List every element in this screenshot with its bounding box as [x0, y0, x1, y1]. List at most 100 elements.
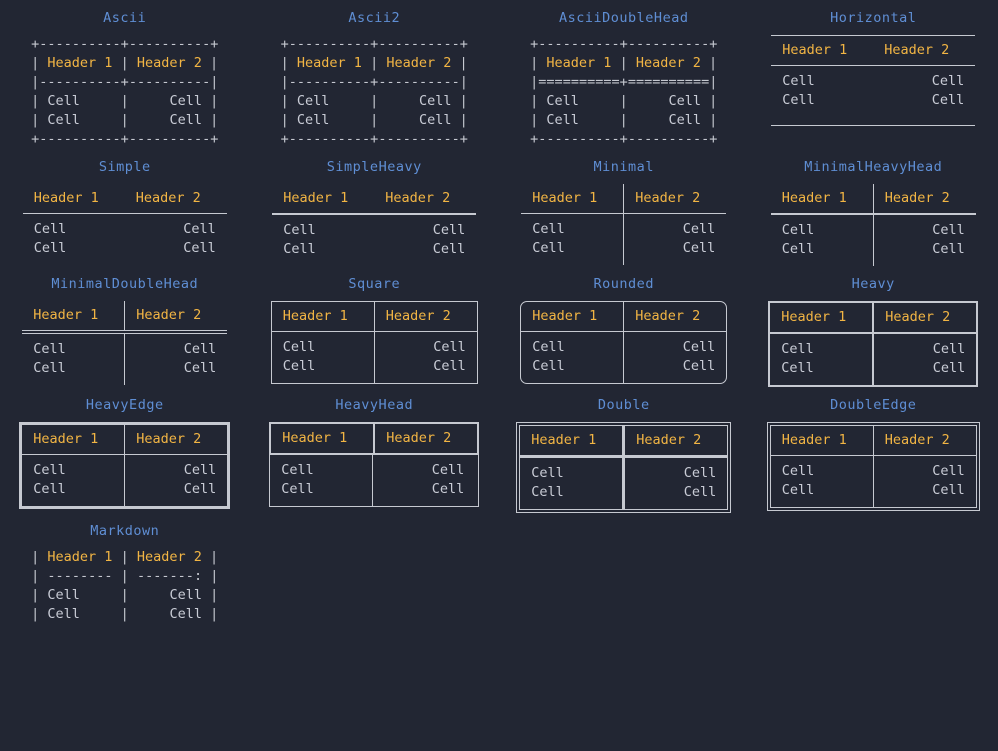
table-style-caption: Markdown — [90, 523, 160, 539]
table-header-cell: Header 1 — [33, 431, 99, 447]
table-header-cell: Header 1 — [33, 190, 99, 206]
ascii-table-art: | Header 1 | Header 2 | | -------- | ---… — [31, 549, 219, 622]
table-style-caption: Rounded — [593, 276, 654, 292]
table-style-caption: HeavyHead — [335, 397, 414, 413]
column-divider — [622, 458, 626, 509]
table-header-cell: Header 1 — [282, 308, 348, 324]
column-divider — [373, 302, 375, 331]
table-header-cell: Header 2 — [136, 431, 202, 447]
table-header-cell: Header 1 — [531, 432, 597, 448]
table-style-card: Ascii+----------+----------+ | Header 1 … — [0, 0, 250, 149]
table-style-caption: Heavy — [851, 276, 895, 292]
table-header-cell: Header 2 — [636, 432, 702, 448]
header-rule — [22, 213, 227, 214]
column-divider — [872, 456, 874, 507]
column-divider — [623, 214, 625, 265]
column-divider — [124, 301, 126, 330]
column-divider — [124, 334, 126, 385]
table-style-caption: Square — [348, 276, 401, 292]
column-divider — [373, 332, 375, 383]
column-divider — [124, 425, 126, 454]
table-header-cell: Header 2 — [885, 309, 951, 325]
table-header-row: Header 1 Header 2 — [272, 184, 476, 213]
table-style-caption: AsciiDoubleHead — [559, 10, 689, 26]
column-divider — [373, 424, 376, 453]
table-header-cell: Header 1 — [782, 42, 848, 58]
table-header-cell: Header 2 — [635, 308, 701, 324]
table-header-row: Header 1 Header 2 — [520, 426, 728, 458]
table-style-caption: Horizontal — [830, 10, 917, 26]
table-header-cell: Header 2 — [884, 190, 950, 206]
table-style-caption: Minimal — [593, 159, 654, 175]
table-style-card: Ascii2+----------+----------+ | Header 1… — [250, 0, 500, 149]
table-style-caption: Ascii2 — [348, 10, 401, 26]
header-rule — [771, 65, 976, 66]
table-header-cell: Header 1 — [781, 432, 847, 448]
table-header-cell: Header 1 — [283, 190, 349, 206]
table-header-row: Header 1 Header 2 — [23, 184, 227, 213]
table-header-cell: Header 2 — [135, 190, 201, 206]
table-header-row: Header 1 Header 2 — [521, 302, 727, 332]
column-divider — [872, 426, 874, 455]
header-rule — [22, 330, 228, 334]
table-header-cell: Header 2 — [385, 190, 451, 206]
column-divider — [372, 455, 374, 506]
table-header-cell: Header 1 — [282, 430, 348, 446]
column-divider — [872, 215, 874, 266]
table-style-gallery: Ascii +----------+----------+ | Header 1 … — [0, 0, 998, 622]
table-style-caption: Ascii — [103, 10, 147, 26]
table-style-caption: MinimalHeavyHead — [804, 159, 943, 175]
table-style-caption: HeavyEdge — [85, 397, 164, 413]
table-header-cell: Header 2 — [136, 307, 202, 323]
table-style-caption: Double — [597, 397, 650, 413]
column-divider — [623, 184, 625, 213]
table-style-card: AsciiDoubleHead +----------+----------+ |… — [499, 0, 749, 149]
table-header-cell: Header 1 — [532, 308, 598, 324]
ascii-table-art: +----------+----------+ | Header 1 | Hea… — [530, 36, 718, 147]
header-rule — [770, 213, 976, 215]
